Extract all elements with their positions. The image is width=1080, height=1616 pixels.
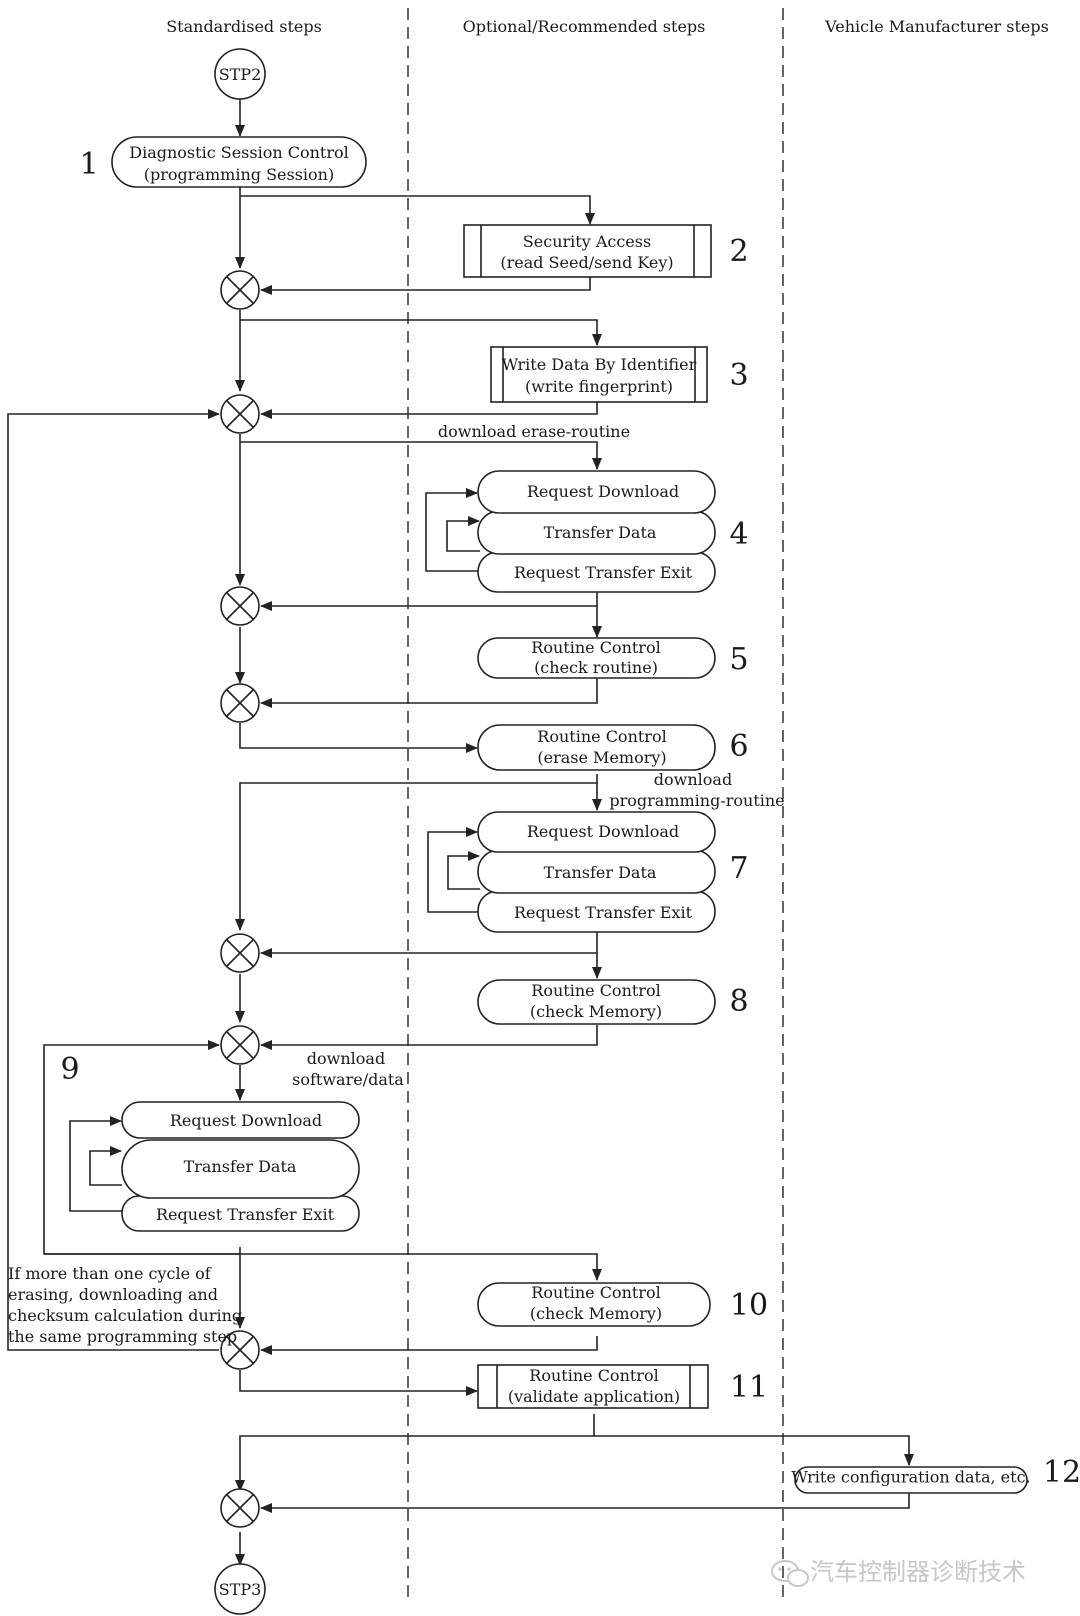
step-7-transfer-data-label: Transfer Data: [544, 863, 657, 882]
header-standardised: Standardised steps: [166, 17, 322, 36]
wechat-icon: [771, 1560, 809, 1587]
merge-node: [220, 270, 260, 310]
step-11-validate-application: [477, 1364, 709, 1409]
merge-node: [220, 1025, 260, 1065]
step-4-request-transfer-exit-label: Request Transfer Exit: [514, 563, 693, 582]
step-8-line-1: Routine Control: [531, 981, 660, 1000]
cycle-note: If more than one cycle of erasing, downl…: [8, 1264, 242, 1346]
header-optional: Optional/Recommended steps: [463, 17, 706, 36]
header-vehicle: Vehicle Manufacturer steps: [824, 17, 1049, 36]
step-9-download-block: Request Download Transfer Data Request T…: [121, 1101, 360, 1232]
step-10-line-1: Routine Control: [531, 1283, 660, 1302]
step-4-request-download-label: Request Download: [527, 482, 679, 501]
step-5-line-2: (check routine): [534, 658, 658, 677]
request-download: [477, 811, 716, 853]
step-number-8: 8: [729, 984, 748, 1019]
step-1-line-2: (programming Session): [144, 165, 334, 184]
merge-node: [220, 1488, 260, 1528]
cycle-note-line-1: If more than one cycle of: [8, 1264, 212, 1283]
step-9-request-download-label: Request Download: [170, 1111, 322, 1130]
step-3-write-data: [490, 346, 708, 403]
step-6-line-1: Routine Control: [537, 727, 666, 746]
end-terminal: [214, 1563, 266, 1615]
step-2-line-1: Security Access: [523, 232, 651, 251]
request-download: [477, 470, 716, 514]
programming-routine-label-1: download: [654, 770, 732, 789]
step-7-request-download-label: Request Download: [527, 822, 679, 841]
cycle-note-line-3: checksum calculation during: [8, 1306, 242, 1325]
step-11-line-2: (validate application): [508, 1387, 680, 1406]
step-2-line-2: (read Seed/send Key): [500, 253, 673, 272]
step-3-line-1: Write Data By Identifier: [502, 355, 697, 374]
transfer-data: [121, 1139, 360, 1199]
step-4-transfer-data-label: Transfer Data: [544, 523, 657, 542]
step-8-line-2: (check Memory): [530, 1002, 662, 1021]
start-terminal: [214, 48, 266, 100]
merge-node: [220, 586, 260, 626]
step-number-5: 5: [729, 642, 748, 677]
step-3-line-2: (write fingerprint): [525, 377, 673, 396]
step-number-2: 2: [729, 234, 748, 269]
watermark-text: 汽车控制器诊断技术: [810, 1558, 1026, 1586]
merge-nodes: [220, 270, 260, 1528]
step-6-line-2: (erase Memory): [537, 748, 666, 767]
step-number-11: 11: [730, 1370, 768, 1405]
step-5-line-1: Routine Control: [531, 638, 660, 657]
programming-routine-label-2: programming-routine: [609, 791, 784, 810]
step-10-check-memory: [477, 1282, 711, 1327]
step-number-12: 12: [1043, 1455, 1080, 1490]
step-9-request-transfer-exit-label: Request Transfer Exit: [156, 1205, 335, 1224]
merge-node: [220, 394, 260, 434]
merge-node: [220, 933, 260, 973]
step-12-write-configuration: [794, 1466, 1028, 1494]
step-7-request-transfer-exit-label: Request Transfer Exit: [514, 903, 693, 922]
step-12-line-1: Write configuration data, etc.: [791, 1468, 1030, 1487]
step-9-transfer-data-label: Transfer Data: [184, 1157, 297, 1176]
step-1-line-1: Diagnostic Session Control: [129, 143, 348, 162]
step-7-download-block: Request Download Transfer Data Request T…: [477, 811, 716, 933]
step-8-check-memory: [477, 979, 716, 1025]
step-1-session-control: [111, 136, 367, 188]
software-data-label-2: software/data: [292, 1070, 404, 1089]
software-data-label-1: download: [307, 1049, 385, 1068]
step-number-4: 4: [729, 517, 748, 552]
flow-lines: [7, 99, 914, 1566]
step-number-3: 3: [729, 358, 748, 393]
step-4-download-block: Request Download Transfer Data Request T…: [477, 470, 716, 593]
step-number-1: 1: [79, 147, 98, 182]
step-number-10: 10: [730, 1288, 768, 1323]
step-2-security-access: [463, 224, 712, 278]
erase-routine-label: download erase-routine: [438, 422, 630, 441]
merge-node: [220, 1330, 260, 1370]
start-terminal-label: STP2: [219, 65, 262, 84]
watermark: 汽车控制器诊断技术: [771, 1558, 1026, 1587]
step-number-7: 7: [729, 851, 748, 886]
step-5-check-routine: [477, 637, 716, 679]
step-number-6: 6: [729, 729, 748, 764]
step-6-erase-memory: [477, 724, 716, 771]
request-download: [121, 1101, 360, 1139]
step-10-line-2: (check Memory): [530, 1304, 662, 1323]
step-11-line-1: Routine Control: [529, 1366, 658, 1385]
cycle-note-line-2: erasing, downloading and: [8, 1285, 218, 1304]
end-terminal-label: STP3: [219, 1580, 262, 1599]
cycle-note-line-4: the same programming step: [8, 1327, 237, 1346]
merge-node: [220, 683, 260, 723]
step-number-9: 9: [60, 1052, 79, 1087]
